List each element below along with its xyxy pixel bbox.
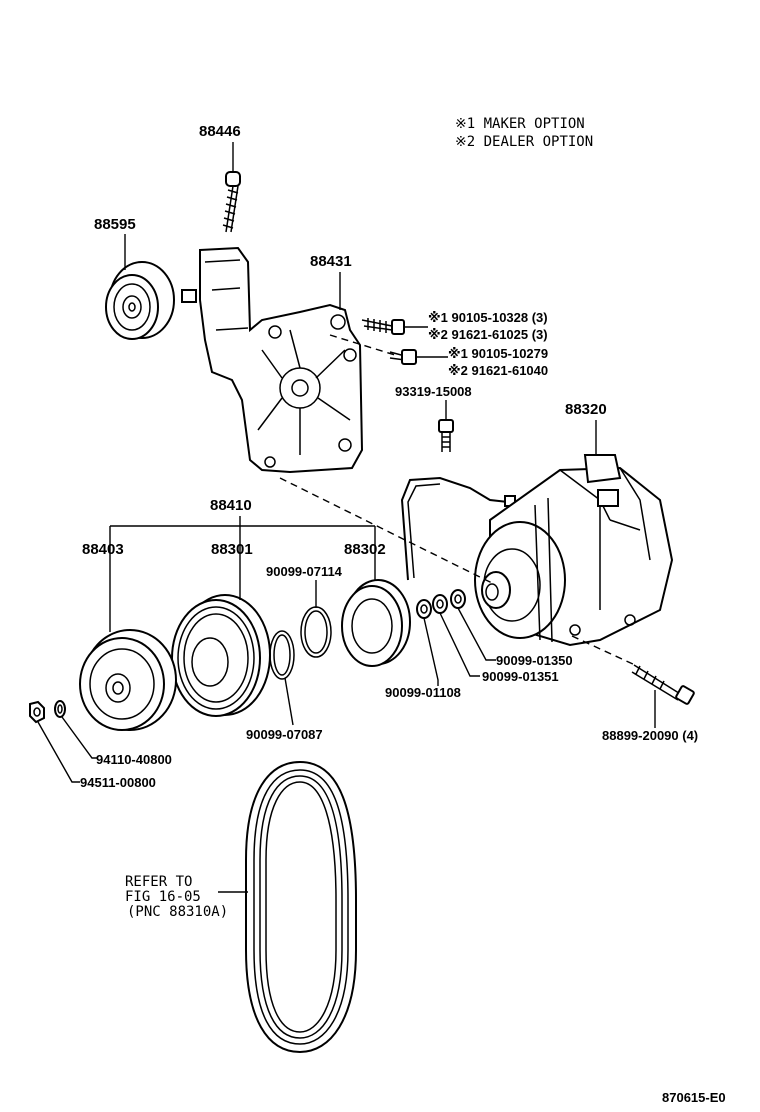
label-90099-01108: 90099-01108 <box>385 685 461 700</box>
option-legend: ※1 MAKER OPTION ※2 DEALER OPTION <box>455 116 593 150</box>
dash-bracket-to-compressor <box>279 477 493 584</box>
label-90099-01351: 90099-01351 <box>482 669 559 684</box>
belt-reference-note: REFER TO FIG 16-05 (PNC 88310A) <box>125 874 228 920</box>
leader-90099-01108 <box>423 617 439 686</box>
nut-94511-00800[interactable] <box>29 700 45 724</box>
leader-90099-01350 <box>457 607 496 661</box>
leader-90099-07087 <box>284 677 294 726</box>
idler-pulley-88595[interactable] <box>105 261 175 340</box>
label-88320: 88320 <box>565 401 607 418</box>
label-94511-00800: 94511-00800 <box>80 775 156 790</box>
compressor-bracket-88431[interactable] <box>181 246 364 474</box>
leader-94511 <box>37 721 80 783</box>
label-88431: 88431 <box>310 253 352 270</box>
label-88403: 88403 <box>82 541 124 558</box>
washer-90099-01351[interactable] <box>432 594 448 614</box>
figure-code: 870615-E0 <box>662 1090 726 1105</box>
label-93319: 93319-15008 <box>395 384 472 399</box>
washer-90099-01350[interactable] <box>450 589 466 609</box>
drive-belt[interactable] <box>245 760 357 1054</box>
group-88410 <box>109 516 376 632</box>
compressor-88320[interactable] <box>474 454 674 647</box>
snap-ring-90099-07087[interactable] <box>269 630 295 680</box>
field-coil-88302[interactable] <box>341 579 411 667</box>
bolt-88899[interactable] <box>631 664 695 705</box>
bracket-bolt-lower[interactable] <box>389 349 417 365</box>
bolt-93319[interactable] <box>438 419 454 452</box>
belt-note-line2: FIG 16-05 <box>125 889 201 905</box>
label-bolt1-dealer: ※2 91621-61025 (3) <box>428 327 548 342</box>
belt-note-line3: (PNC 88310A) <box>127 904 228 920</box>
label-90099-01350: 90099-01350 <box>496 653 573 668</box>
pressure-plate-88403[interactable] <box>79 629 177 731</box>
label-bolt1-maker: ※1 90105-10328 (3) <box>428 310 548 325</box>
label-94110-40800: 94110-40800 <box>96 752 172 767</box>
leader-90099-01351 <box>439 612 480 677</box>
belt-note-line1: REFER TO <box>125 874 192 890</box>
label-88410: 88410 <box>210 497 252 514</box>
washer-90099-01108[interactable] <box>416 599 432 619</box>
label-88301: 88301 <box>211 541 253 558</box>
bolt-88446[interactable] <box>222 171 241 233</box>
washer-94110-40800[interactable] <box>54 700 66 718</box>
pulley-88301[interactable] <box>171 594 271 717</box>
clutch-wire-harness <box>400 476 509 581</box>
label-88302: 88302 <box>344 541 386 558</box>
leader-94110 <box>61 716 98 759</box>
label-90099-07114: 90099-07114 <box>266 564 343 579</box>
bracket-bolt-upper[interactable] <box>361 318 405 335</box>
label-90099-07087: 90099-07087 <box>246 727 323 742</box>
label-bolt2-maker: ※1 90105-10279 <box>448 346 548 361</box>
label-88899: 88899-20090 (4) <box>602 728 698 743</box>
legend-maker-option: ※1 MAKER OPTION <box>455 116 585 132</box>
snap-ring-90099-07114[interactable] <box>300 606 332 658</box>
label-bolt2-dealer: ※2 91621-61040 <box>448 363 548 378</box>
label-88446: 88446 <box>199 123 241 140</box>
label-88595: 88595 <box>94 216 136 233</box>
legend-dealer-option: ※2 DEALER OPTION <box>455 134 593 150</box>
